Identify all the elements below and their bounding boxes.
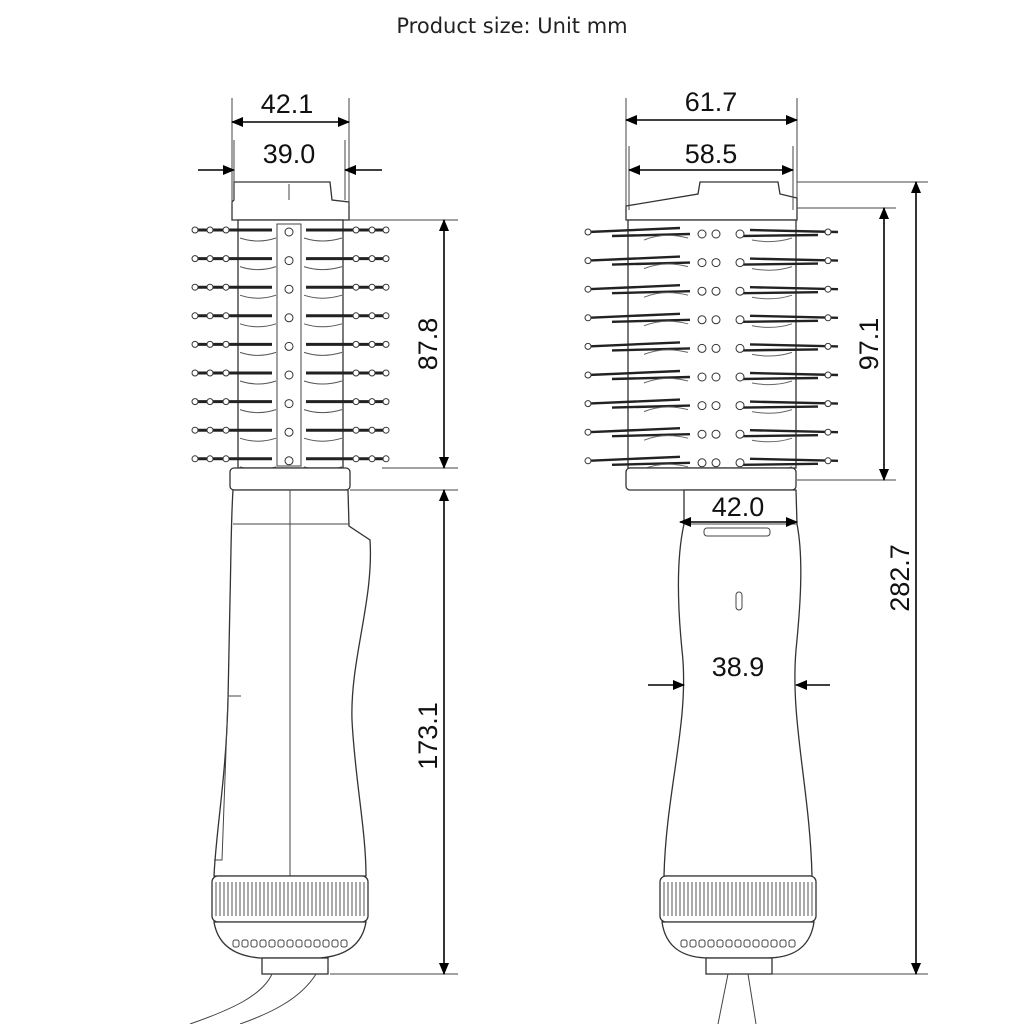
dim-left-handle-height: 173.1 — [330, 489, 458, 975]
dim-right-barrel-height: 97.1 — [797, 207, 896, 481]
grip-ring-front — [659, 875, 817, 923]
dim-total-height: 282.7 — [772, 181, 928, 975]
dim-right-handle-width: 38.9 — [648, 652, 830, 690]
diagram-title: Product size: Unit mm — [396, 14, 628, 38]
side-view-brush — [189, 181, 390, 1024]
brush-cap-side — [231, 181, 350, 221]
dim-label-173-1: 173.1 — [413, 702, 443, 770]
front-view-brush — [584, 181, 839, 1024]
dim-label-42-1: 42.1 — [261, 89, 314, 119]
handle-side — [213, 489, 372, 877]
dim-label-97-1: 97.1 — [854, 318, 884, 371]
dim-right-top-inner: 58.5 — [628, 139, 794, 210]
indicator-light — [735, 591, 743, 611]
grip-ring-side — [211, 875, 369, 923]
dim-left-top-outer: 42.1 — [231, 89, 350, 205]
brush-cap-front — [625, 181, 798, 221]
dim-label-282-7: 282.7 — [885, 544, 915, 612]
dim-label-58-5: 58.5 — [685, 139, 738, 169]
dim-left-barrel-height: 87.8 — [349, 219, 458, 469]
dim-right-top-outer: 61.7 — [625, 87, 798, 206]
bristle-rows-front — [584, 226, 839, 471]
dim-label-42-0: 42.0 — [712, 492, 765, 522]
dim-label-39-0: 39.0 — [263, 139, 316, 169]
dim-label-61-7: 61.7 — [685, 87, 738, 117]
handle-front — [663, 489, 813, 877]
dim-left-top-inner: 39.0 — [198, 139, 382, 200]
dim-label-38-9: 38.9 — [712, 652, 765, 682]
dim-label-87-8: 87.8 — [413, 318, 443, 371]
dim-right-neck-width: 42.0 — [679, 492, 798, 527]
bristle-rows-side — [191, 226, 390, 471]
